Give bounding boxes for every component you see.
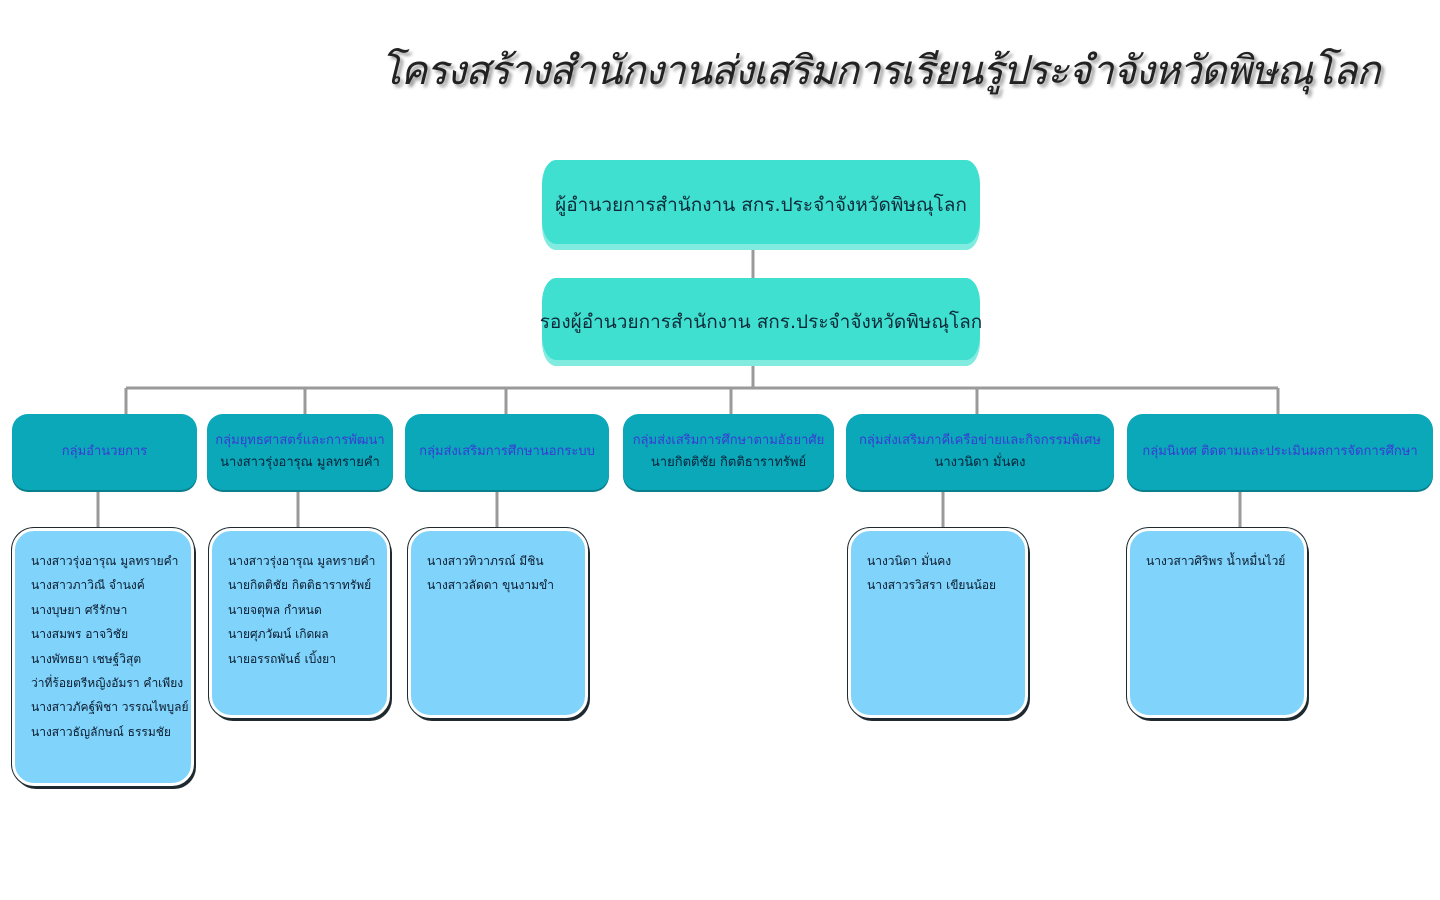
group-name: กลุ่มอำนวยการ	[61, 444, 148, 459]
member-name: นางสาวรุ่งอารุณ มูลทรายคำ	[228, 554, 376, 568]
group-head: นายกิตติชัย กิตติธาราทรัพย์	[650, 455, 807, 470]
member-name: นายกิตติชัย กิตติธาราทรัพย์	[228, 578, 372, 593]
group-head: นางสาวรุ่งอารุณ มูลทรายคำ	[220, 455, 380, 470]
member-box-administration: นางสาวรุ่งอารุณ มูลทรายคำ นางสาวภาวิณี จ…	[12, 528, 194, 786]
member-name: นายอรรถพันธ์ เบิ้งยา	[228, 651, 336, 666]
member-name: นางพัทธยา เชษฐ์วิสุต	[31, 651, 142, 666]
deputy-director-box: รองผู้อำนวยการสำนักงาน สกร.ประจำจังหวัดพ…	[539, 278, 983, 366]
director-box: ผู้อำนวยการสำนักงาน สกร.ประจำจังหวัดพิษณ…	[542, 160, 980, 250]
member-name: นางสาวทิวาภรณ์ มีชิน	[427, 554, 544, 568]
group-name: กลุ่มยุทธศาสตร์และการพัฒนา	[215, 433, 385, 448]
group-box-nonformal: กลุ่มส่งเสริมการศึกษานอกระบบ	[405, 414, 609, 490]
member-name: นางวสาวศิริพร น้ำหมื่นไวย์	[1146, 554, 1286, 568]
group-name: กลุ่มส่งเสริมการศึกษานอกระบบ	[419, 444, 595, 459]
group-name: กลุ่มนิเทศ ติดตามและประเมินผลการจัดการศึ…	[1142, 444, 1418, 459]
member-name: นางสมพร อาจวิชัย	[31, 627, 129, 642]
group-box-informal: กลุ่มส่งเสริมการศึกษาตามอัธยาศัย นายกิตต…	[623, 414, 834, 490]
member-box-supervision: นางวสาวศิริพร น้ำหมื่นไวย์	[1127, 528, 1307, 718]
group-box-network: กลุ่มส่งเสริมภาคีเครือข่ายและกิจกรรมพิเศ…	[846, 414, 1114, 490]
member-box-network: นางวนิดา มั่นคง นางสาวรวิสรา เขียนน้อย	[848, 528, 1028, 718]
member-name: นางสาวภาวิณี จำนงค์	[31, 578, 145, 593]
member-name: นางสาวภัคฐ์พิชา วรรณไพบูลย์	[31, 700, 189, 715]
member-name: นางบุษยา ศรีรักษา	[31, 602, 128, 617]
group-name: กลุ่มส่งเสริมการศึกษาตามอัธยาศัย	[632, 433, 825, 448]
member-name: นางสาวธัญลักษณ์ ธรรมชัย	[31, 724, 171, 739]
chart-title: โครงสร้างสำนักงานส่งเสริมการเรียนรู้ประจ…	[380, 48, 1380, 94]
deputy-director-label: รองผู้อำนวยการสำนักงาน สกร.ประจำจังหวัดพ…	[539, 311, 983, 333]
director-label: ผู้อำนวยการสำนักงาน สกร.ประจำจังหวัดพิษณ…	[555, 194, 967, 216]
member-name: นายศุภวัฒน์ เกิดผล	[228, 627, 329, 642]
group-box-administration: กลุ่มอำนวยการ	[12, 414, 197, 490]
member-name: นางสาวรุ่งอารุณ มูลทรายคำ	[31, 554, 179, 568]
group-box-strategy: กลุ่มยุทธศาสตร์และการพัฒนา นางสาวรุ่งอาร…	[207, 414, 393, 490]
member-name: ว่าที่ร้อยตรีหญิงอัมรา คำเพียง	[31, 675, 184, 690]
group-head: นางวนิดา มั่นคง	[934, 455, 1026, 470]
group-box-supervision: กลุ่มนิเทศ ติดตามและประเมินผลการจัดการศึ…	[1127, 414, 1433, 490]
member-name: นางสาวลัดดา ขุนงามขำ	[427, 578, 554, 593]
member-name: นางสาวรวิสรา เขียนน้อย	[867, 578, 997, 593]
member-name: นายจตุพล กำหนด	[228, 602, 322, 617]
member-box-strategy: นางสาวรุ่งอารุณ มูลทรายคำ นายกิตติชัย กิ…	[209, 528, 390, 718]
group-name: กลุ่มส่งเสริมภาคีเครือข่ายและกิจกรรมพิเศ…	[859, 433, 1101, 448]
member-box-nonformal: นางสาวทิวาภรณ์ มีชิน นางสาวลัดดา ขุนงามข…	[408, 528, 588, 718]
member-name: นางวนิดา มั่นคง	[867, 554, 952, 568]
